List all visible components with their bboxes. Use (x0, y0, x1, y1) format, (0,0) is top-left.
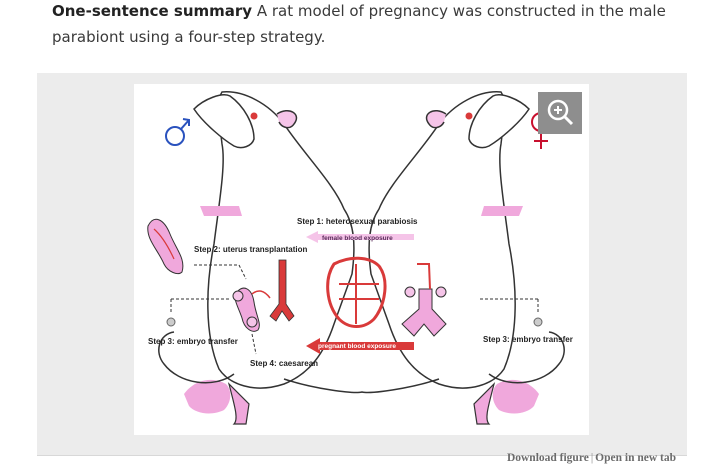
pregnant-blood-arrow: pregnant blood exposure (306, 338, 414, 354)
summary-paragraph: One-sentence summary A rat model of preg… (52, 0, 692, 50)
summary-text: A rat model of pregnancy was constructed… (52, 2, 666, 46)
step3-left-label: Step 3: embryo transfer (148, 337, 238, 346)
female-rat-illustration (368, 91, 565, 414)
download-figure-link[interactable]: Download figure (506, 452, 589, 464)
female-blood-label: female blood exposure (322, 235, 393, 242)
step2-label: Step 2: uterus transplantation (194, 245, 307, 254)
link-separator: | (590, 452, 594, 464)
syringe-left-icon (166, 317, 176, 327)
step3-right-label: Step 3: embryo transfer (483, 335, 573, 344)
figure-links: Download figure|Open in new tab (507, 452, 676, 464)
rat-legs (227, 382, 496, 425)
female-blood-arrow: female blood exposure (306, 231, 414, 243)
right-uterus-illustration (401, 263, 447, 337)
left-uterus-graft (232, 287, 271, 332)
zoom-in-icon (547, 99, 574, 126)
uterus-illustration (147, 218, 184, 275)
male-symbol-icon (165, 118, 190, 146)
open-new-tab-link[interactable]: Open in new tab (595, 452, 676, 464)
divider (37, 455, 687, 456)
step1-label: Step 1: heterosexual parabiosis (297, 217, 418, 226)
zoom-button[interactable] (538, 92, 582, 134)
figure-illustration: Step 1: heterosexual parabiosis female b… (147, 91, 573, 425)
step4-label: Step 4: caesarean (250, 359, 318, 368)
syringe-right-icon (533, 317, 543, 327)
blood-vessels-illustration (269, 256, 387, 328)
pregnant-blood-label: pregnant blood exposure (318, 343, 396, 350)
summary-label: One-sentence summary (52, 2, 253, 20)
figure-image[interactable]: Step 1: heterosexual parabiosis female b… (134, 84, 589, 435)
